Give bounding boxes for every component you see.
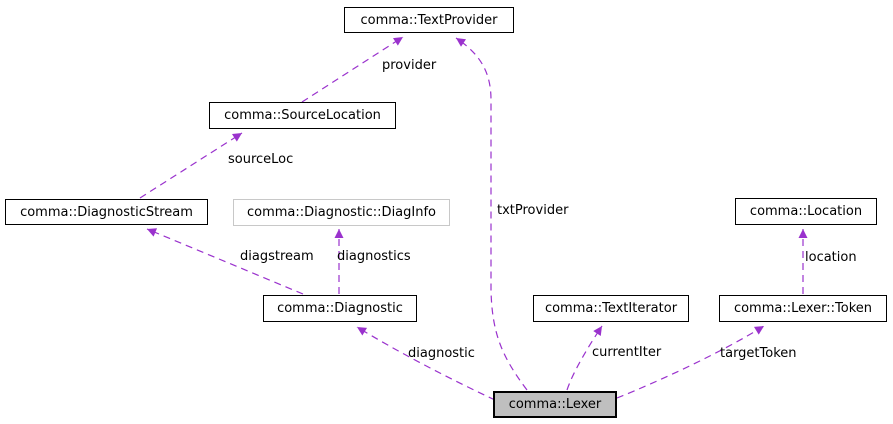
node-comma-textprovider[interactable]: comma::TextProvider — [344, 7, 514, 33]
node-comma-location[interactable]: comma::Location — [735, 198, 877, 225]
node-comma-textiterator[interactable]: comma::TextIterator — [533, 295, 689, 322]
edge-label-location: location — [805, 250, 857, 265]
node-comma-sourcelocation[interactable]: comma::SourceLocation — [209, 102, 396, 129]
edge-label-diagnostics: diagnostics — [337, 249, 411, 264]
edge-label-diagstream: diagstream — [240, 249, 314, 264]
edge-label-diagnostic: diagnostic — [408, 346, 475, 361]
edge-targettoken — [616, 325, 765, 399]
edge-sourceloc — [139, 132, 243, 199]
edge-label-txtprovider: txtProvider — [497, 203, 569, 218]
edge-label-currentiter: currentIter — [592, 345, 662, 360]
edge-label-targettoken: targetToken — [720, 346, 797, 361]
node-comma-lexer: comma::Lexer — [493, 391, 617, 418]
edge-label-sourceloc: sourceLoc — [228, 152, 294, 167]
node-comma-diagnostic-diaginfo: comma::Diagnostic::DiagInfo — [233, 199, 450, 226]
node-comma-diagnostic[interactable]: comma::Diagnostic — [263, 295, 417, 322]
node-comma-diagnosticstream[interactable]: comma::DiagnosticStream — [5, 199, 208, 225]
node-comma-lexer-token[interactable]: comma::Lexer::Token — [719, 295, 887, 322]
edge-label-provider: provider — [382, 58, 437, 73]
edge-diagnostic — [356, 326, 496, 401]
